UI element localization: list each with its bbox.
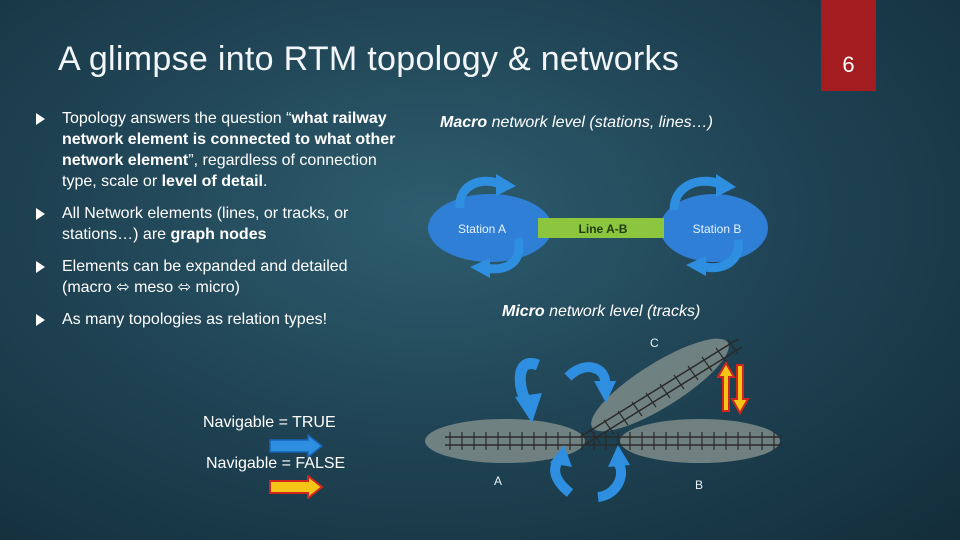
macro-network-diagram: Station A Line A-B Station B xyxy=(428,174,768,278)
bullet-item: Elements can be expanded and detailed (m… xyxy=(36,256,396,298)
bullet-list: Topology answers the question “what rail… xyxy=(36,108,396,341)
loop-arrow-icon xyxy=(700,239,743,273)
bullet-item: As many topologies as relation types! xyxy=(36,309,396,330)
bullet-item: All Network elements (lines, or tracks, … xyxy=(36,203,396,245)
loop-arrow-icon xyxy=(455,176,502,209)
node-c-label: C xyxy=(650,336,659,350)
bullet-text: All Network elements (lines, or tracks, … xyxy=(62,205,349,243)
bullet-text-bold: what railway network element is connecte… xyxy=(62,110,396,169)
micro-level-label: Micro network level (tracks) xyxy=(502,303,701,320)
bullet-arrow-icon xyxy=(36,208,45,220)
station-a-label: Station A xyxy=(458,222,506,236)
loop-arrow-icon xyxy=(485,236,524,274)
loop-arrow-icon xyxy=(669,176,722,211)
bullet-text: Topology answers the question “ xyxy=(62,110,292,127)
page-number: 6 xyxy=(842,52,855,77)
bullet-arrow-icon xyxy=(36,314,45,326)
track-a-node xyxy=(425,419,585,463)
bullet-text: As many topologies as relation types! xyxy=(62,311,328,328)
loop-arrow-icon xyxy=(596,459,627,502)
bullet-text: ”, regardless of connection type, scale … xyxy=(62,152,377,190)
micro-network-diagram: A B C xyxy=(425,336,782,502)
bullet-text: Elements can be expanded and detailed (m… xyxy=(62,258,348,296)
non-navigable-arrow-icon xyxy=(716,360,750,416)
legend-false-arrow-icon xyxy=(269,475,324,499)
bullet-arrow-icon xyxy=(36,261,45,273)
line-ab-label: Line A-B xyxy=(579,222,628,236)
page-title: A glimpse into RTM topology & networks xyxy=(58,40,680,78)
macro-level-label: Macro network level (stations, lines…) xyxy=(440,114,713,131)
station-b-label: Station B xyxy=(693,222,742,236)
bullet-text-bold: level of detail xyxy=(161,173,263,190)
bullet-item: Topology answers the question “what rail… xyxy=(36,108,396,192)
track-b-node xyxy=(620,419,780,463)
bullet-text-bold: graph nodes xyxy=(170,226,267,243)
page-number-tab: 6 xyxy=(821,0,876,91)
node-b-label: B xyxy=(695,478,703,492)
bullet-arrow-icon xyxy=(36,113,45,125)
node-a-label: A xyxy=(494,474,502,488)
legend-true-arrow-icon xyxy=(269,434,324,458)
legend-false-label: Navigable = FALSE xyxy=(206,455,346,472)
bullet-text: . xyxy=(262,173,268,190)
line-ab-edge xyxy=(538,218,664,238)
legend-true-label: Navigable = TRUE xyxy=(203,414,336,431)
